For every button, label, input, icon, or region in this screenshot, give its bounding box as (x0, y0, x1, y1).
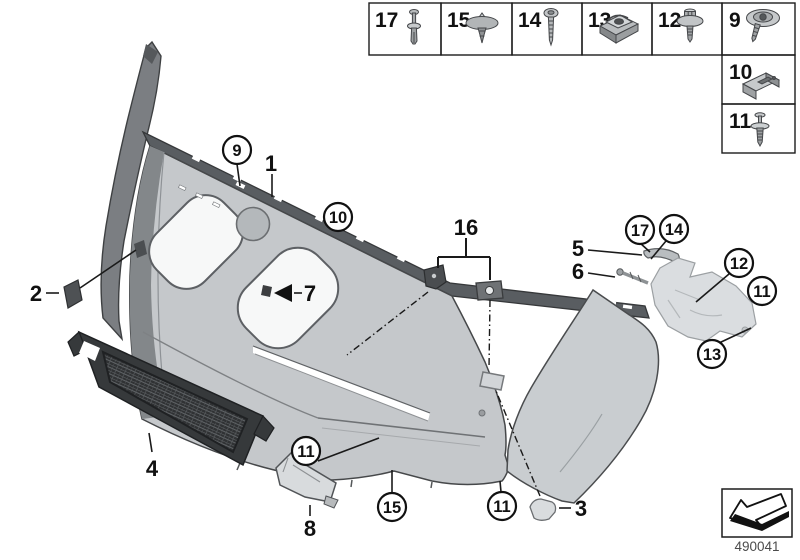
intake-upper-edge (252, 345, 431, 414)
fastener-label-14: 14 (518, 9, 542, 32)
callout-label-16[interactable]: 16 (454, 215, 478, 240)
callout-label-5[interactable]: 5 (572, 236, 584, 261)
callout-circled-11-right[interactable]: 11 (746, 275, 778, 307)
svg-text:13: 13 (703, 346, 721, 364)
part-16-clip-a-hole (431, 273, 437, 279)
fastener-table: 17 15 14 13 12 9 10 11 (368, 2, 796, 154)
expanding-clip-icon (465, 12, 499, 44)
svg-text:11: 11 (753, 283, 770, 301)
body-washer-screw-icon (746, 9, 780, 43)
svg-text:10: 10 (329, 209, 347, 227)
svg-text:11: 11 (493, 498, 510, 516)
callout-circled-13[interactable]: 13 (696, 338, 728, 370)
installation-direction-stamp: 490041 (721, 488, 793, 554)
leader-lines (46, 163, 752, 516)
bumper-trim-panel-illustration (63, 40, 757, 521)
lower-band-crease (142, 331, 319, 419)
callout-circled-15[interactable]: 15 (376, 491, 408, 523)
fastener-label-9: 9 (729, 9, 741, 32)
part-6-fastener (616, 268, 649, 285)
speed-clip-icon (741, 72, 781, 100)
left-edge-clip-slot (134, 240, 147, 258)
splitter-lip-bottom-edge (321, 427, 481, 447)
callout-label-3[interactable]: 3 (575, 496, 587, 521)
bumper-right-wing (506, 288, 660, 504)
lower-sensor-dot (478, 409, 486, 417)
expansion-rivet-icon (750, 112, 770, 148)
center-intake-opening (253, 346, 430, 421)
fastener-label-11: 11 (729, 110, 752, 133)
svg-text:11: 11 (297, 443, 314, 461)
sensor-blank-circle (235, 206, 271, 242)
fastener-label-12: 12 (658, 9, 681, 32)
callout-circled-11-bottom[interactable]: 11 (486, 490, 518, 522)
fastener-label-17: 17 (375, 9, 398, 32)
fastener-box-11[interactable] (721, 103, 796, 154)
cage-nut-icon (598, 14, 640, 44)
svg-text:15: 15 (383, 499, 401, 517)
splitter-lip-top-edge (317, 417, 486, 438)
diagram-number: 490041 (734, 539, 779, 554)
svg-text:9: 9 (232, 142, 241, 160)
tapping-screw-icon (543, 8, 559, 47)
screw-with-washer-icon (676, 8, 704, 43)
callout-label-4[interactable]: 4 (146, 456, 159, 481)
tow-hook-cover-recess (479, 371, 505, 391)
svg-text:14: 14 (665, 221, 684, 239)
callout-circled-10[interactable]: 10 (322, 201, 354, 233)
fastener-label-10: 10 (729, 61, 752, 84)
part-2-clip (63, 279, 83, 309)
callout-circled-12[interactable]: 12 (723, 247, 755, 279)
bumper-left-side-wall (129, 146, 166, 419)
callout-circled-14[interactable]: 14 (658, 213, 690, 245)
wing-crease (559, 413, 603, 473)
callout-label-1[interactable]: 1 (265, 151, 277, 176)
callout-label-6[interactable]: 6 (572, 259, 584, 284)
callout-circled-9[interactable]: 9 (221, 134, 253, 166)
direction-arrow-7 (274, 284, 292, 302)
callout-label-8[interactable]: 8 (304, 516, 316, 541)
intake-lower-edge (254, 353, 429, 422)
callout-circled-17[interactable]: 17 (624, 214, 656, 246)
svg-text:17: 17 (631, 222, 649, 240)
bumper-left-edge-blade (100, 40, 162, 342)
callout-label-7[interactable]: 7 (304, 281, 316, 306)
blind-rivet-icon (407, 9, 421, 45)
bumper-left-edge-tip (143, 44, 158, 64)
lower-mesh-grille (67, 330, 275, 467)
callout-label-2[interactable]: 2 (30, 281, 42, 306)
installation-direction-arrow-base (730, 511, 789, 531)
svg-text:12: 12 (730, 255, 748, 273)
face-mounting-slots (177, 184, 221, 209)
callout-circled-11-mid[interactable]: 11 (290, 435, 322, 467)
part-3-cover-cap (529, 498, 557, 521)
fastener-label-15: 15 (447, 9, 471, 32)
part-16-clip-b (475, 280, 504, 301)
left-grille-opening (148, 194, 244, 290)
washer-jet-hole (261, 285, 272, 297)
